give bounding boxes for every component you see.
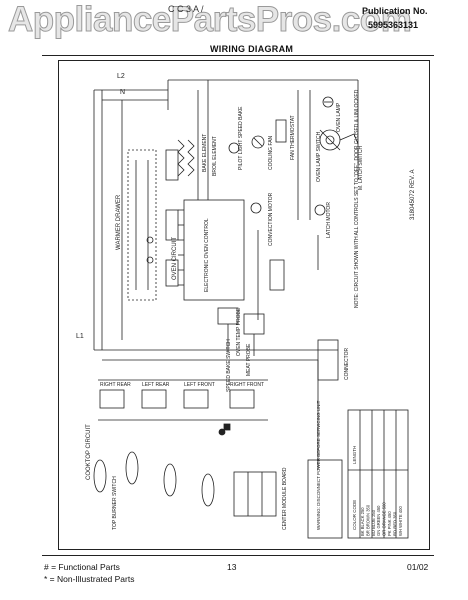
warmer-drawer-label: WARMER DRAWER bbox=[116, 194, 122, 250]
page-number: 13 bbox=[227, 562, 237, 572]
diagram-frame bbox=[58, 60, 430, 550]
convection-motor-label: CONVECTION MOTOR bbox=[268, 192, 274, 246]
broil-element-label: BROIL ELEMENT bbox=[212, 136, 218, 176]
probes bbox=[217, 307, 265, 356]
watermark-logo: AppliancePartsPros.com bbox=[7, 0, 412, 40]
eoc-label: ELECTRONIC OVEN CONTROL bbox=[204, 218, 210, 292]
oven-lamp-label: OVEN LAMP bbox=[336, 102, 342, 132]
revision-label: 318045072 REV. A bbox=[410, 170, 416, 221]
fan-thermostat-label: FAN THERMOSTAT bbox=[290, 115, 296, 160]
color-table-row: BR BROWN 350 bbox=[365, 504, 370, 536]
speed-bake-switch-label: SPEED BAKE SWITCH bbox=[226, 339, 232, 392]
left-front-label: LEFT FRONT bbox=[184, 382, 215, 388]
connector-label: CONNECTOR bbox=[344, 347, 350, 380]
motors bbox=[250, 202, 326, 320]
oven-circuit-label: OVEN CIRCUIT bbox=[172, 237, 178, 280]
warning-text: WARNING: DISCONNECT POWER BEFORE SERVICI… bbox=[316, 400, 321, 530]
label-l2: L2 bbox=[117, 73, 125, 80]
footer-rule bbox=[42, 555, 434, 556]
diagram-title: WIRING DIAGRAM bbox=[210, 44, 294, 54]
color-table-row: RD RED 350 bbox=[392, 511, 397, 536]
wiring-diagram: N L2 L1 WARMER DRAWER BAKE ELEMENT BROIL… bbox=[76, 73, 416, 539]
latch-motor-label: LATCH MOTOR bbox=[326, 202, 332, 238]
color-table-row: WH WHITE 400 bbox=[398, 506, 403, 536]
color-code-table bbox=[307, 409, 409, 539]
cooktop-circuit bbox=[93, 339, 339, 517]
latch-switch-assembly bbox=[319, 129, 359, 151]
publication-label: Publication No. bbox=[362, 6, 428, 16]
color-table-row: PK PINK 450 bbox=[387, 511, 392, 536]
oven-temp-probe-label: OVEN TEMP PROBE bbox=[236, 307, 242, 356]
color-table-row: BK BLACK 250 bbox=[360, 507, 365, 536]
bake-element-label: BAKE ELEMENT bbox=[202, 134, 208, 172]
oven-circuit bbox=[178, 199, 245, 301]
color-table-header-code: COLOR CODE bbox=[352, 500, 357, 530]
cooktop-circuit-label: COOKTOP CIRCUIT bbox=[86, 424, 92, 480]
right-rear-label: RIGHT REAR bbox=[100, 382, 131, 388]
latch-switch-label: M. LATCH SWITCH bbox=[358, 146, 364, 190]
bake-broil-elements bbox=[177, 139, 195, 177]
label-l1: L1 bbox=[76, 333, 84, 340]
footnote-functional-parts: # = Functional Parts bbox=[44, 562, 120, 572]
meat-probe-label: MEAT PROBE bbox=[246, 343, 252, 376]
color-table-header-length: LENGTH bbox=[352, 446, 357, 464]
power-buses bbox=[93, 79, 359, 350]
top-burner-switch-label: TOP BURNER SWITCH bbox=[112, 476, 118, 530]
right-front-label: RIGHT FRONT bbox=[230, 382, 264, 388]
footnote-non-illustrated-parts: * = Non-Illustrated Parts bbox=[44, 574, 135, 584]
color-table-row: GN GREEN 450 bbox=[376, 505, 381, 536]
publication-number: 5995363131 bbox=[368, 20, 419, 30]
color-table-row: OR ORANGE 500 bbox=[382, 502, 387, 536]
circuit-note: NOTE: CIRCUIT SHOWN WITH ALL CONTROLS SE… bbox=[354, 89, 360, 308]
warmer-drawer-section bbox=[127, 149, 179, 301]
left-rear-label: LEFT REAR bbox=[142, 382, 170, 388]
oven-lamp-switch-label: OVEN LAMP SWITCH bbox=[316, 131, 322, 182]
title-rule bbox=[42, 55, 434, 56]
pilot-light-label: PILOT LIGHT SPEED BAKE bbox=[238, 106, 244, 170]
center-module-label: CENTER MODULE BOARD bbox=[282, 467, 288, 530]
label-n: N bbox=[120, 89, 125, 96]
upper-oven-components bbox=[228, 90, 334, 220]
color-table-row: BU BLUE 250 bbox=[371, 509, 376, 536]
model-number: C C 3 A / bbox=[168, 4, 204, 14]
cooling-fan-label: COOLING FAN bbox=[268, 135, 274, 170]
document-date: 01/02 bbox=[407, 562, 429, 572]
